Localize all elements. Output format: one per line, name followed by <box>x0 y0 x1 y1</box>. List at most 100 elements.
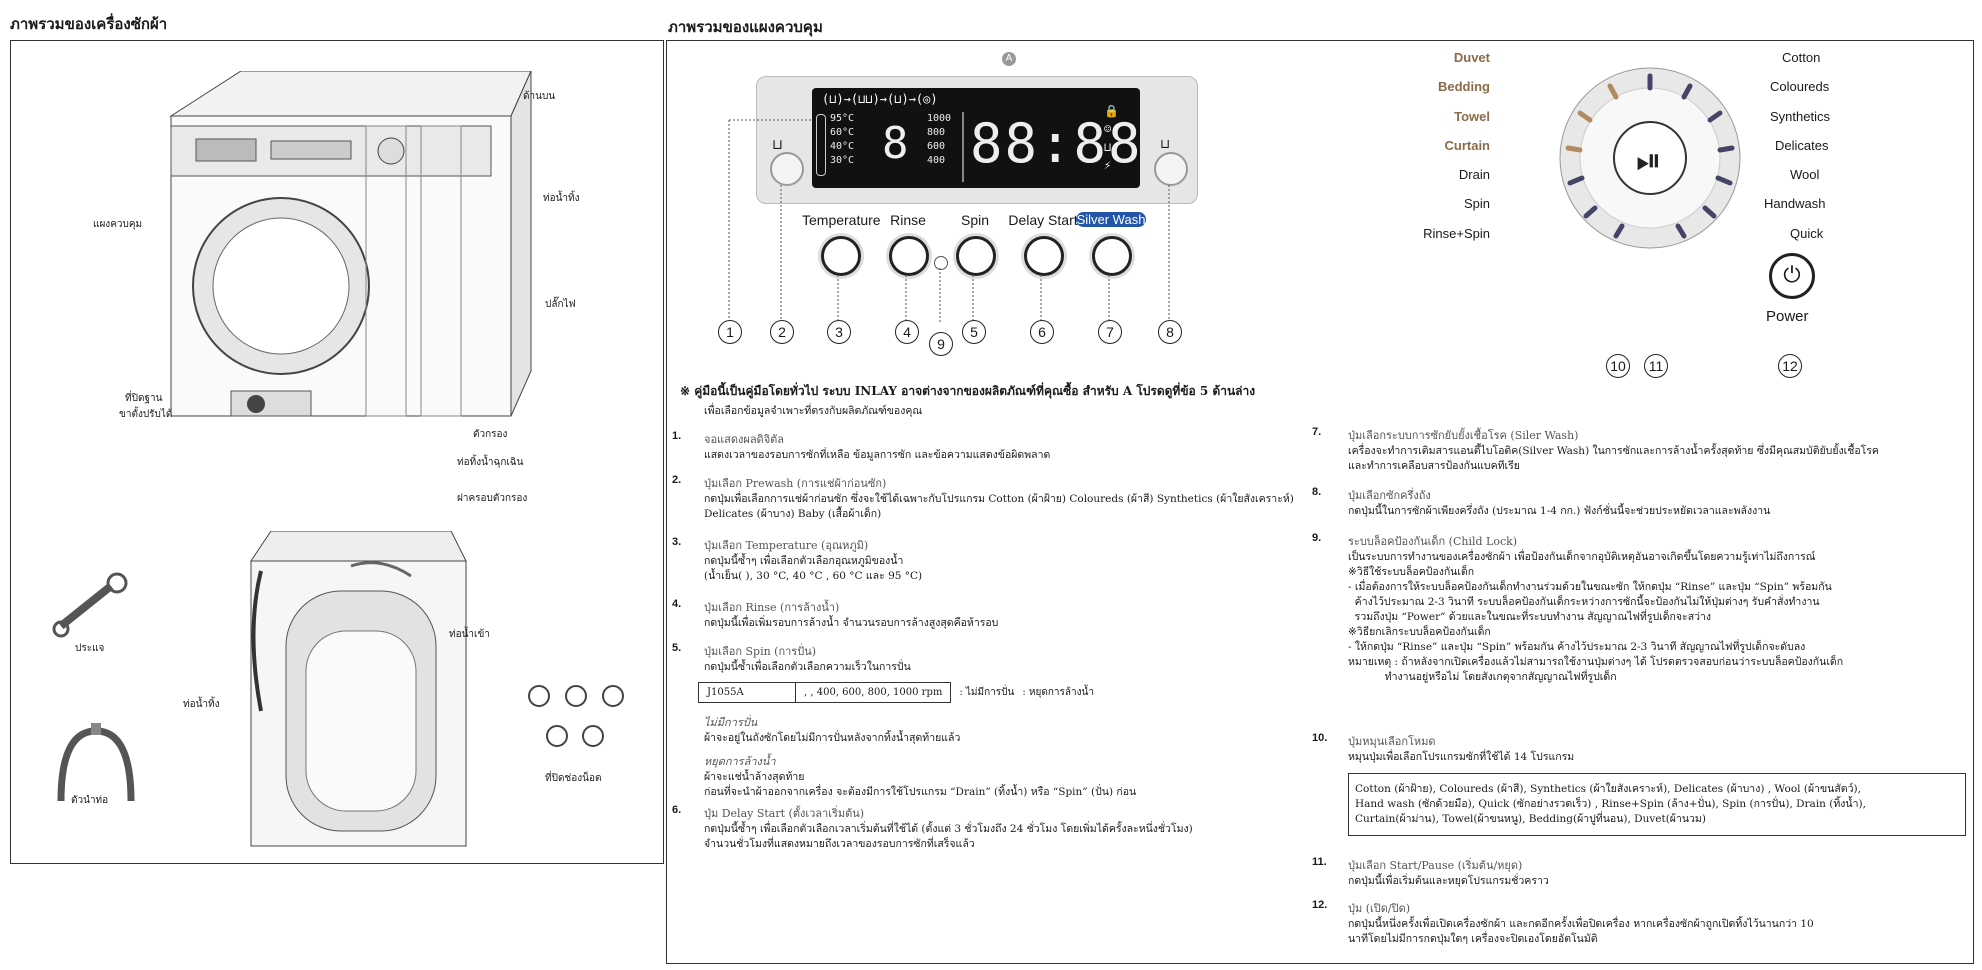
item-4: 4. ปุ่มเลือก Rinse (การล้างน้ำ)กดปุ่มนี้… <box>672 598 999 629</box>
silver-wash-label: Silver Wash <box>1076 212 1146 227</box>
callout-leveling-foot: ที่ปิดฐาน <box>125 393 163 404</box>
callout-adjustable-feet: ขาตั้งปรับได้ <box>119 409 173 420</box>
item-12: 12. ปุ่ม (เปิด/ปิด)กดปุ่มนี้หนึ่งครั้งเพ… <box>1312 899 1814 945</box>
rinse-hold-block: หยุดการล้างน้ำ ผ้าจะแช่น้ำล้างสุดท้าย ก่… <box>704 755 1137 798</box>
callout-control-panel: แผงควบคุม <box>93 219 143 230</box>
temperature-button[interactable] <box>821 236 861 276</box>
digital-display: (⊔)→(⊔⊔)→(⊔)→(◎) 95°C 60°C 40°C 30°C 8 1… <box>812 88 1143 188</box>
rinse-digit: 8 <box>882 118 909 169</box>
rinse-label: Rinse <box>890 212 926 228</box>
spin-400: 400 <box>927 155 946 166</box>
hose-guide-illustration <box>57 723 135 802</box>
dial-coloureds: Coloureds <box>1770 79 1830 94</box>
dial-duvet: Duvet <box>1453 50 1490 65</box>
spin-label: Spin <box>960 212 990 228</box>
bolt-caps-illustration <box>528 685 624 747</box>
dial-bedding: Bedding <box>1438 79 1490 94</box>
leader-lines <box>728 119 1170 322</box>
left-section-title: ภาพรวมของเครื่องซักผ้า <box>10 15 168 33</box>
dial-delicates: Delicates <box>1775 138 1829 153</box>
dial-synthetics: Synthetics <box>1770 109 1830 124</box>
dial-towel: Towel <box>1454 109 1490 124</box>
number-8: 8 <box>1158 320 1182 344</box>
items-right-list: 7. ปุ่มเลือกระบบการซักยับยั้งเชื้อโรค (S… <box>1312 426 1968 947</box>
spin-values: , , 400, 600, 800, 1000 rpm <box>794 682 952 703</box>
callout-drain-hose: ท่อน้ำทิ้ง <box>543 193 580 204</box>
number-4: 4 <box>895 320 919 344</box>
program-box: Cotton (ผ้าฝ้าย), Coloureds (ผ้าสี), Syn… <box>1348 773 1966 836</box>
time-display: 88:88 <box>970 112 1143 175</box>
number-3: 3 <box>827 320 851 344</box>
status-icons: 🔒☺⊔⚡ <box>1104 104 1119 172</box>
dial-wool: Wool <box>1790 167 1820 182</box>
power-button[interactable]: ⏻ <box>1769 253 1815 299</box>
dial-handwash: Handwash <box>1764 196 1826 211</box>
number-11: 11 <box>1644 354 1668 378</box>
temp-60: 60°C <box>830 127 855 138</box>
rinse-button[interactable] <box>889 236 929 276</box>
number-9: 9 <box>929 332 953 356</box>
spin-table: J1055A , , 400, 600, 800, 1000 rpm <box>698 682 952 703</box>
wrench-illustration <box>52 572 128 638</box>
half-load-icon: ⊔ <box>1160 136 1171 151</box>
item-3: 3. ปุ่มเลือก Temperature (อุณหภูมิ)กดปุ่… <box>672 536 923 582</box>
delay-start-label: Delay Start <box>1008 212 1078 228</box>
spin-button[interactable] <box>956 236 996 276</box>
number-2: 2 <box>770 320 794 344</box>
item-6: 6. ปุ่ม Delay Start (ตั้งเวลาเริ่มต้น)กด… <box>672 804 1193 850</box>
note-title: ※ คู่มือนี้เป็นคู่มือโดยทั่วไป ระบบ INLA… <box>680 384 1256 398</box>
thermometer-icon <box>816 114 826 176</box>
dial-drain: Drain <box>1458 167 1490 182</box>
temp-95: 95°C <box>830 113 855 124</box>
dial-rinse-spin: Rinse+Spin <box>1423 226 1490 241</box>
svg-text:⏯: ⏯ <box>1636 141 1662 179</box>
items-left-list: 1. จอแสดงผลดิจิตัลแสดงเวลาของรอบการซักที… <box>672 430 1312 852</box>
half-load-button[interactable] <box>1154 152 1188 186</box>
spin-1000: 1000 <box>927 113 952 124</box>
number-10: 10 <box>1606 354 1630 378</box>
temperature-label: Temperature <box>802 212 881 228</box>
number-1: 1 <box>718 320 742 344</box>
callout-emergency-drain: ท่อทิ้งน้ำฉุกเฉิน <box>457 457 524 468</box>
no-spin-block: ไม่มีการปั่น ผ้าจะอยู่ในถังซักโดยไม่มีกา… <box>704 716 961 744</box>
spin-800: 800 <box>927 127 946 138</box>
number-6: 6 <box>1030 320 1054 344</box>
silver-wash-button[interactable] <box>1092 236 1132 276</box>
callout-top: ด้านบน <box>523 91 556 102</box>
item-11: 11. ปุ่มเลือก Start/Pause (เริ่มต้น/หยุด… <box>1312 856 1549 887</box>
number-5: 5 <box>962 320 986 344</box>
number-7: 7 <box>1098 320 1122 344</box>
number-12: 12 <box>1778 354 1802 378</box>
wash-cycle-icons: (⊔)→(⊔⊔)→(⊔)→(◎) <box>822 92 938 106</box>
temp-30: 30°C <box>830 155 855 166</box>
spin-600: 600 <box>927 141 946 152</box>
note-subtitle: เพื่อเลือกข้อมูลจำเพาะที่ตรงกับผลิตภัณฑ์… <box>704 405 923 417</box>
spin-model: J1055A <box>698 682 796 703</box>
item-8: 8. ปุ่มเลือกซักครึ่งถังกดปุ่มนี้ในการซัก… <box>1312 486 1771 517</box>
item-2: 2. ปุ่มเลือก Prewash (การแช่ผ้าก่อนซัก)ก… <box>672 474 1294 520</box>
callout-wrench: ประแจ <box>75 643 105 654</box>
callout-filter-cover: ฝาครอบตัวกรอง <box>457 493 528 504</box>
callout-drain-hose-back: ท่อน้ำทิ้ง <box>183 699 220 710</box>
item-1: 1. จอแสดงผลดิจิตัลแสดงเวลาของรอบการซักที… <box>672 430 1051 461</box>
legend-no-spin: : ไม่มีการปั่น <box>959 687 1015 698</box>
machine-overview-frame: ด้านบน ท่อน้ำทิ้ง แผงควบคุม ปลั๊กไฟ ที่ป… <box>10 40 664 864</box>
callout-hose-guide: ตัวนำท่อ <box>71 795 109 806</box>
temp-40: 40°C <box>830 141 855 152</box>
prewash-button[interactable] <box>770 152 804 186</box>
item-5: 5. ปุ่มเลือก Spin (การปั่น)กดปุ่มนี้ซ้ำเ… <box>672 642 911 673</box>
delay-start-button[interactable] <box>1024 236 1064 276</box>
program-dial[interactable]: ⏯ <box>1550 58 1750 258</box>
spin-options: J1055A , , 400, 600, 800, 1000 rpm : ไม่… <box>698 682 1312 703</box>
child-lock-icon <box>934 256 948 270</box>
right-section-title: ภาพรวมของแผงควบคุม <box>668 18 823 36</box>
item-10: 10. ปุ่มหมุนเลือกโหมดหมุนปุ่มเพื่อเลือกโ… <box>1312 732 1575 763</box>
power-label: Power <box>1766 308 1809 325</box>
callout-bolt-caps: ที่ปิดช่องน็อต <box>545 773 602 784</box>
item-9: 9. ระบบล็อคป้องกันเด็ก (Child Lock) เป็น… <box>1312 532 1844 683</box>
washer-back-illustration <box>250 531 467 847</box>
dial-spin: Spin <box>1463 196 1490 211</box>
callout-water-inlet: ท่อน้ำเข้า <box>449 629 490 640</box>
marker-a: A <box>1002 52 1016 66</box>
item-7: 7. ปุ่มเลือกระบบการซักยับยั้งเชื้อโรค (S… <box>1312 426 1879 472</box>
